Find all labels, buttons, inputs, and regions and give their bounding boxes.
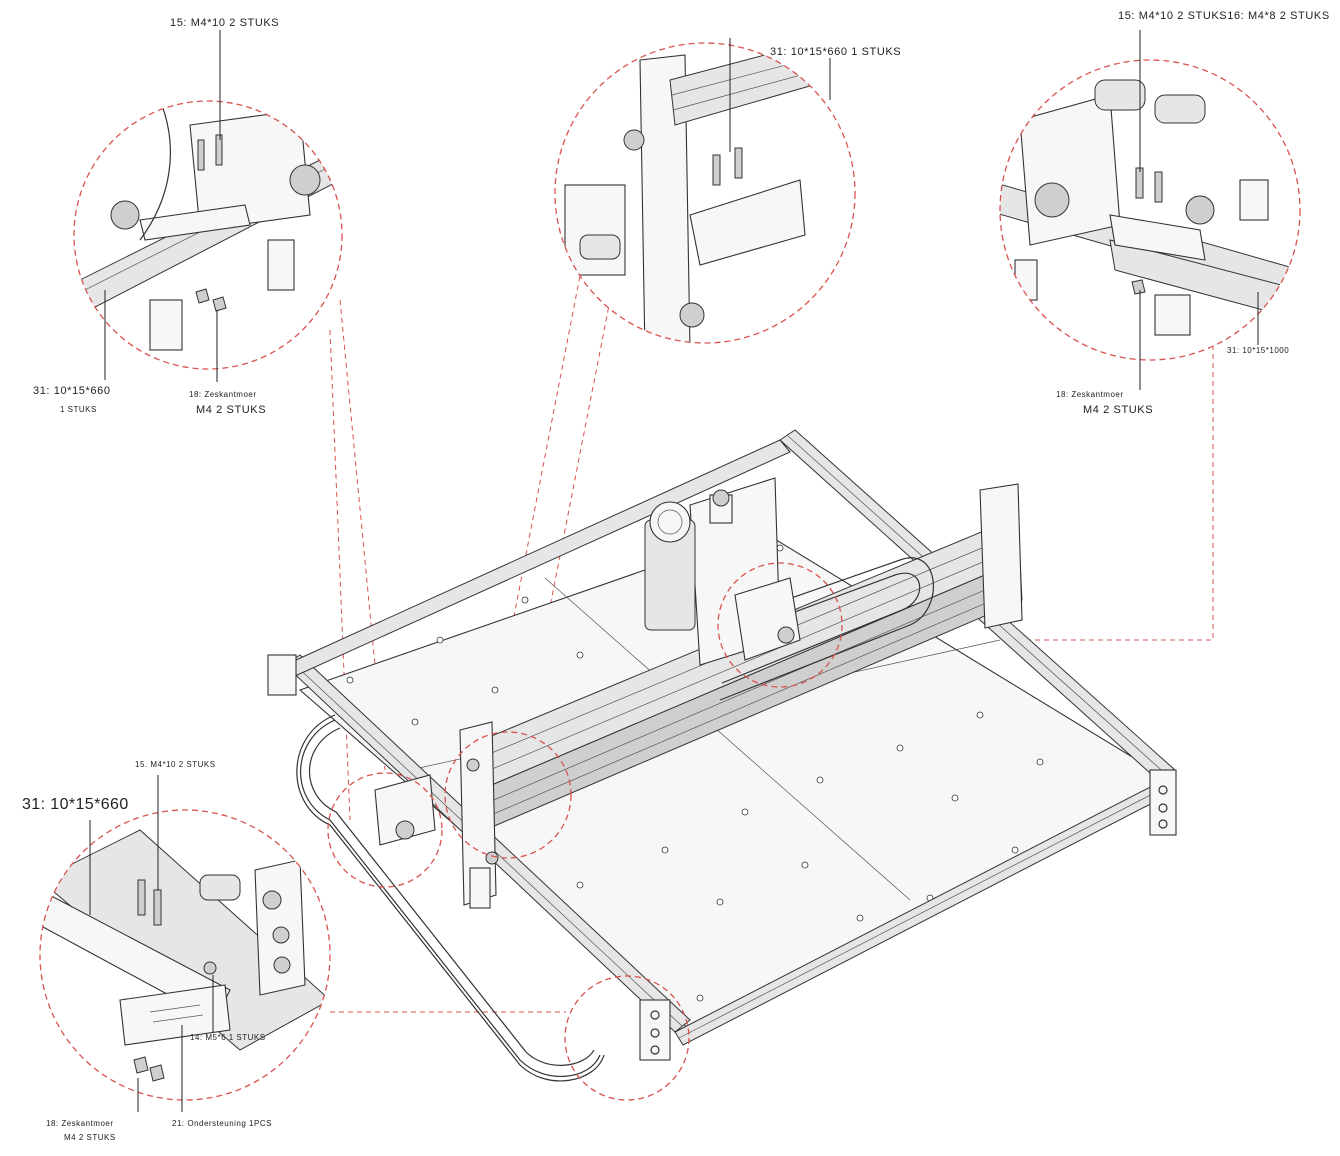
bl-screw-label: 15. M4*10 2 STUKS: [135, 760, 216, 769]
bl-bolt-label: 14: M5*6 1 STUKS: [190, 1033, 266, 1042]
tr-wheel: [1185, 195, 1215, 225]
tl-nut-1: [195, 288, 210, 304]
bl-bolt: [203, 961, 217, 975]
detail-view-top-center: 31: 10*15*660 1 STUKS: [554, 38, 901, 344]
tc-profile-label: 31: 10*15*660 1 STUKS: [770, 46, 901, 58]
detail-view-bottom-left: 15. M4*10 2 STUKS 31: 10*15*660 14: M5*6…: [22, 760, 331, 1142]
tl-screw-2: [215, 134, 223, 166]
tc-screw-1: [712, 154, 721, 186]
guide-line-top-right: [1030, 336, 1214, 641]
tl-profile-label: 31: 10*15*660: [33, 385, 111, 397]
tl-motor-knob: [289, 164, 321, 196]
tl-limit-switch: [267, 239, 295, 291]
tr-motor-knob: [1034, 182, 1070, 218]
tr-bracket: [1109, 214, 1206, 261]
bl-nut-label: 18: Zeskantmoer: [46, 1119, 114, 1128]
tr-screw-label: 15: M4*10 2 STUKS16: M4*8 2 STUKS: [1118, 10, 1330, 22]
tr-nut-label: 18: Zeskantmoer: [1056, 390, 1124, 399]
tl-wheel: [110, 200, 140, 230]
tc-wheel-bottom: [679, 302, 705, 328]
detail-marker-left-motor: [327, 772, 443, 888]
bl-nut-qty-label: M4 2 STUKS: [64, 1133, 116, 1142]
detail-circle-top-right: [999, 59, 1301, 361]
detail-marker-front-left: [564, 975, 690, 1101]
corner-bracket-back-left: [267, 654, 297, 696]
tc-motor: [564, 184, 626, 276]
plate-seam-1: [544, 577, 911, 901]
tc-screw-2: [734, 147, 743, 179]
tr-profile: [1109, 239, 1300, 321]
plate-holes: [346, 544, 1109, 1002]
tc-gantry-plate: [639, 54, 691, 343]
tc-wheel-top: [623, 129, 645, 151]
tr-nut-qty-label: M4 2 STUKS: [1083, 404, 1153, 416]
limit-switch-left: [469, 867, 491, 909]
detail-circle-top-left: [73, 100, 343, 370]
tl-nut-qty-label: M4 2 STUKS: [196, 404, 266, 416]
tr-limit-switch: [1154, 294, 1191, 336]
guide-line-top-left-1: [339, 299, 386, 771]
bl-support: [119, 984, 231, 1046]
tr-motor: [1019, 94, 1121, 246]
machine-main-view: [267, 429, 1177, 1101]
detail-circle-top-center: [554, 42, 856, 344]
cable-chain-gantry: [699, 557, 934, 701]
y-axis-motor-left: [374, 774, 491, 909]
spindle-fan: [649, 501, 691, 543]
tl-bracket: [139, 204, 251, 241]
tr-screw-2: [1154, 171, 1163, 203]
corner-bracket-front-right: [1149, 769, 1177, 836]
y-motor-left-body: [374, 774, 436, 846]
tl-nut-label: 18: Zeskantmoer: [189, 390, 257, 399]
detail-view-top-right: 15: M4*10 2 STUKS16: M4*8 2 STUKS 31: 10…: [999, 10, 1330, 416]
gantry-plate-right: [979, 483, 1023, 629]
cable-chain-left: [300, 719, 601, 1078]
detail-marker-x-motor: [717, 562, 843, 688]
tl-profile-qty-label: 1 STUKS: [60, 405, 97, 414]
bl-profile-label: 31: 10*15*660: [22, 796, 129, 813]
tc-bracket: [689, 179, 806, 266]
bl-nut-2: [149, 1064, 165, 1082]
bl-screw-2: [153, 889, 162, 926]
tl-nut-2: [212, 296, 227, 312]
tl-screw-label: 15: M4*10 2 STUKS: [170, 17, 279, 29]
guide-line-top-left-2: [329, 329, 351, 821]
tl-screw-1: [197, 139, 205, 171]
tr-nut: [1131, 279, 1146, 295]
bl-screw-1: [137, 879, 146, 916]
corner-bracket-front-left: [639, 999, 671, 1061]
tr-profile-label: 31: 10*15*1000: [1227, 346, 1289, 355]
tr-screw-1: [1135, 167, 1144, 199]
bl-support-label: 21: Ondersteuning 1PCS: [172, 1119, 272, 1128]
bl-nut-1: [133, 1056, 149, 1074]
detail-view-top-left: 15: M4*10 2 STUKS 31: 10*15*660 1 STUKS …: [33, 17, 343, 416]
detail-marker-gantry-left: [444, 731, 572, 859]
x-axis-motor: [734, 577, 801, 661]
detail-circle-bottom-left: [39, 809, 331, 1101]
